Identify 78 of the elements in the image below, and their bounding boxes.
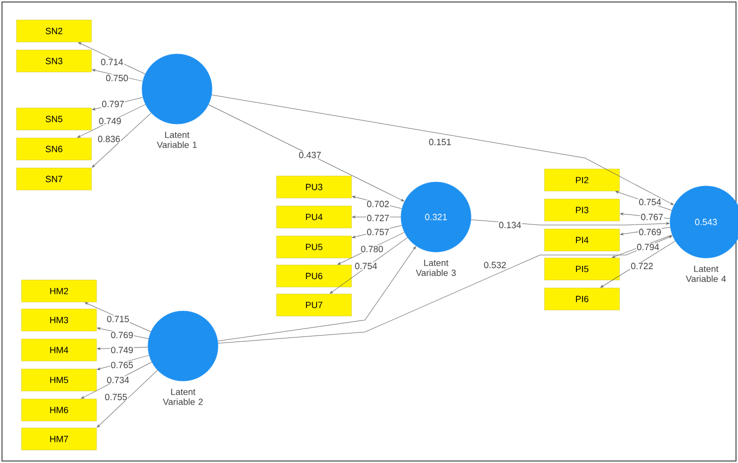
arrow	[81, 362, 152, 399]
indicator-box: HM4	[21, 338, 97, 362]
arrow	[77, 104, 146, 138]
arrow	[97, 355, 150, 370]
edge-label: 0.769	[638, 228, 662, 236]
latent-variable-circle	[142, 54, 212, 124]
indicator-box: HM7	[21, 428, 97, 450]
variable-label: Latent Variable 3	[416, 260, 456, 276]
indicator-box: PI6	[544, 288, 620, 310]
variable-label: Latent Variable 4	[686, 266, 726, 282]
arrow	[338, 232, 405, 265]
arrow	[84, 302, 152, 332]
edge-label: 0.765	[110, 361, 134, 369]
arrow	[612, 234, 672, 258]
arrow	[218, 236, 672, 344]
edge-label: 0.722	[630, 262, 654, 270]
latent-variable-circle	[148, 310, 218, 382]
edge-label: 0.754	[638, 198, 662, 206]
arrow	[620, 212, 670, 219]
edge-label: 0.836	[97, 135, 121, 143]
arrow	[600, 240, 676, 288]
indicator-box: PI4	[544, 228, 620, 252]
indicator-box: SN2	[16, 20, 92, 42]
edge-label: 0.755	[104, 393, 128, 401]
edge-label: 0.749	[110, 346, 134, 354]
arrow	[352, 225, 402, 238]
edge-label: 0.769	[110, 331, 134, 339]
edge-label: 0.714	[100, 58, 124, 66]
variable-label: Latent Variable 1	[156, 132, 197, 148]
arrow	[211, 94, 674, 205]
indicator-box: SN5	[16, 108, 92, 130]
indicator-box: PI3	[544, 198, 620, 222]
arrow	[97, 327, 149, 340]
indicator-box: SN6	[16, 138, 92, 160]
edge-label: 0.134	[498, 221, 522, 229]
indicator-box: PI5	[544, 258, 620, 280]
edge-label: 0.749	[98, 117, 122, 125]
indicator-box: HM5	[21, 368, 97, 392]
indicator-box: SN7	[16, 168, 92, 190]
edge-label: 0.727	[366, 214, 390, 222]
indicator-box: PU6	[276, 264, 352, 288]
arrow	[97, 346, 148, 350]
edge-label: 0.532	[483, 261, 507, 269]
arrow	[78, 42, 146, 74]
arrow	[92, 112, 152, 168]
arrow	[92, 97, 144, 110]
indicator-box: PU3	[276, 176, 352, 198]
edge-label: 0.715	[106, 315, 130, 323]
arrow	[352, 196, 402, 209]
edge-label: 0.757	[366, 228, 390, 236]
arrow	[470, 219, 670, 226]
arrow	[616, 191, 672, 211]
edge-label: 0.734	[106, 376, 130, 384]
edge-label: 0.437	[298, 151, 322, 159]
arrow	[352, 216, 402, 218]
arrow	[620, 226, 670, 236]
edge-label: 0.767	[640, 213, 664, 221]
indicator-box: PU7	[276, 294, 352, 316]
edge-label: 0.702	[366, 200, 390, 208]
indicator-box: SN3	[16, 50, 92, 72]
indicator-box: HM6	[21, 398, 97, 422]
indicator-box: HM3	[21, 308, 97, 332]
edge-label: 0.750	[105, 74, 129, 82]
arrow	[96, 370, 158, 428]
indicator-box: PU4	[276, 206, 352, 228]
edge-label: 0.151	[428, 138, 452, 146]
indicator-box: PU5	[276, 236, 352, 258]
arrow	[92, 69, 143, 82]
arrow	[218, 246, 416, 342]
edge-label: 0.794	[636, 243, 660, 251]
edge-label: 0.797	[101, 100, 125, 108]
arrow	[208, 104, 404, 202]
arrow	[330, 237, 408, 294]
indicator-box: PI2	[544, 168, 620, 192]
edge-label: 0.754	[354, 262, 378, 270]
edge-label: 0.780	[360, 245, 384, 253]
variable-label: Latent Variable 2	[162, 388, 203, 406]
indicator-box: HM2	[21, 280, 97, 302]
